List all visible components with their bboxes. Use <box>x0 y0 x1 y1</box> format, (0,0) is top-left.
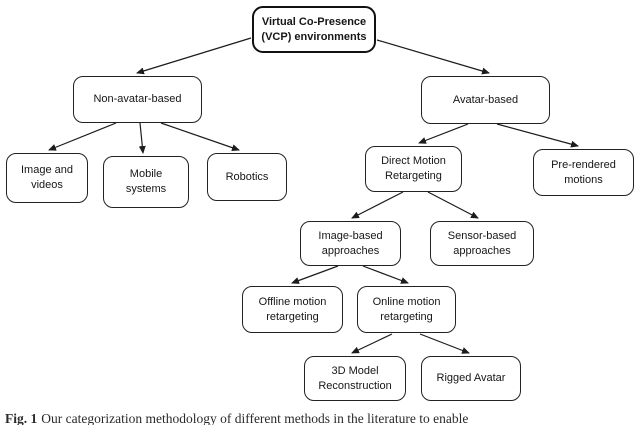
figure-caption-text: Our categorization methodology of differ… <box>41 411 469 425</box>
edge-root-to-avatar <box>376 39 490 75</box>
node-rigged-avatar: Rigged Avatar <box>421 356 521 401</box>
edge-image-based-to-online <box>362 265 409 284</box>
node-image-based-approaches: Image-based approaches <box>300 221 401 266</box>
node-mobile-systems: Mobile systems <box>103 156 189 208</box>
edge-online-to-3d-model <box>351 333 393 354</box>
edge-avatar-to-direct-motion <box>418 123 469 144</box>
edge-image-based-to-offline <box>291 265 339 284</box>
edge-online-to-rigged-avatar <box>419 333 470 354</box>
node-online-motion-retargeting: Online motion retargeting <box>357 286 456 333</box>
node-non-avatar-based: Non-avatar-based <box>73 76 202 123</box>
node-direct-motion-retargeting: Direct Motion Retargeting <box>365 146 462 192</box>
node-image-and-videos: Image and videos <box>6 153 88 203</box>
edge-non-avatar-to-mobile <box>138 122 146 154</box>
edge-avatar-to-pre-rendered <box>496 123 579 148</box>
edge-direct-motion-to-image-based <box>351 191 404 219</box>
edge-direct-motion-to-sensor-based <box>427 191 479 219</box>
node-robotics: Robotics <box>207 153 287 201</box>
node-pre-rendered-motions: Pre-rendered motions <box>533 149 634 196</box>
figure-caption-label: Fig. 1 <box>5 411 38 425</box>
node-3d-model-reconstruction: 3D Model Reconstruction <box>304 356 406 401</box>
node-virtual-co-presence: Virtual Co-Presence (VCP) environments <box>252 6 376 53</box>
node-avatar-based: Avatar-based <box>421 76 550 124</box>
node-sensor-based-approaches: Sensor-based approaches <box>430 221 534 266</box>
node-offline-motion-retargeting: Offline motion retargeting <box>242 286 343 333</box>
edge-root-to-non-avatar <box>136 37 252 75</box>
edge-non-avatar-to-robotics <box>160 122 240 152</box>
edge-non-avatar-to-image-videos <box>48 122 117 151</box>
